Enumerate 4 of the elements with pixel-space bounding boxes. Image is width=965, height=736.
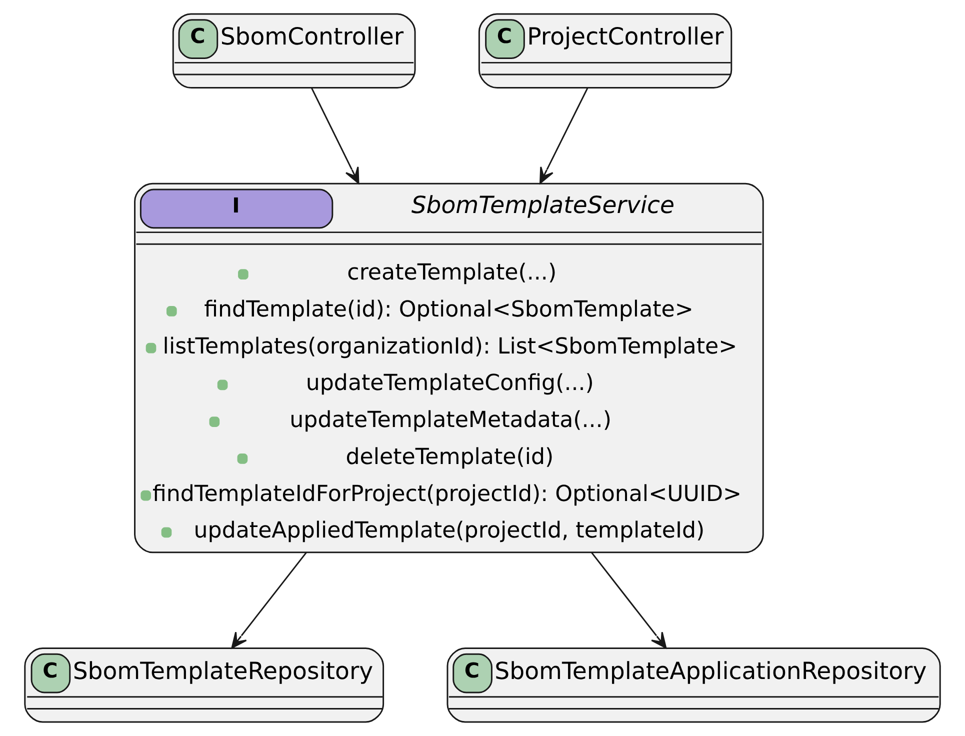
arrow [310, 87, 360, 184]
arrow [231, 552, 307, 649]
arrow [540, 87, 588, 184]
arrow [591, 552, 667, 649]
